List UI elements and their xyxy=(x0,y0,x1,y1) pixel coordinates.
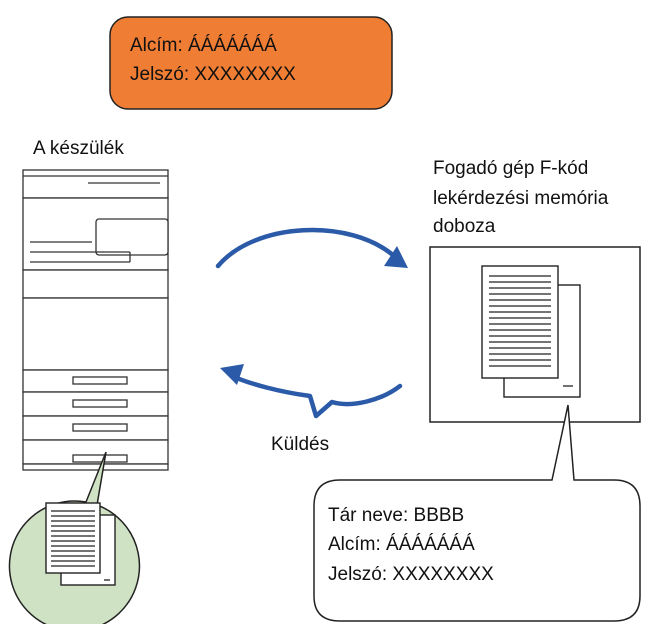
receiver-label-line2: lekérdezési memória xyxy=(433,188,609,209)
curved-arrow-icon xyxy=(215,227,408,269)
callout-password: Jelszó: XXXXXXXX xyxy=(328,564,494,585)
send-label: Küldés xyxy=(271,434,330,455)
document-stack-icon xyxy=(481,265,581,398)
copier-icon xyxy=(22,169,169,471)
top-credentials-box xyxy=(109,16,393,110)
top-box-subaddress: Alcím: ÁÁÁÁÁÁÁ xyxy=(130,35,277,56)
curved-arrow-icon xyxy=(220,364,403,419)
machine-label: A készülék xyxy=(33,138,124,159)
receiver-callout-bubble xyxy=(313,404,641,622)
receiver-label-line1: Fogadó gép F-kód xyxy=(433,158,589,179)
callout-box-name: Tár neve: BBBB xyxy=(328,505,465,526)
receiver-label-line3: doboza xyxy=(433,216,496,237)
callout-subaddress: Alcím: ÁÁÁÁÁÁÁ xyxy=(328,534,475,555)
document-stack-icon xyxy=(45,502,116,586)
top-box-password: Jelszó: XXXXXXXX xyxy=(130,64,296,85)
